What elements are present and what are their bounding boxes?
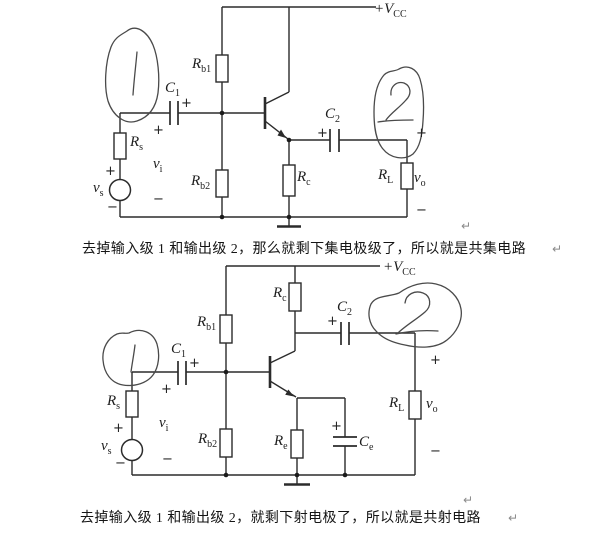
label-c2-bottom: C2 [337,299,353,318]
top-circuit-schematic [108,6,414,228]
paragraph-mark: ↵ [508,511,519,525]
source-vs-top [108,178,132,202]
junction-dots-top [219,110,292,220]
resistor-rs-bottom [125,390,139,418]
c1-plus-sign-bottom: + [189,356,200,371]
resistor-re-bottom [290,429,304,459]
vi-plus-sign-bottom: + [161,382,172,397]
vs-plus-sign-bottom: + [113,421,124,436]
junction-dots-bottom [223,369,348,478]
label-rl-top: RL [378,167,394,186]
bottom-circuit-schematic [120,265,422,486]
vi-minus-sign-top: − [153,192,164,207]
capacitor-c1-bottom [177,361,187,385]
sketch-circle-input-top [104,27,160,123]
label-rb2-top: Rb2 [191,173,211,192]
transistor-bottom [268,356,294,397]
sketch-circle-input-bottom [102,329,160,387]
label-rc-bottom: Rc [273,285,287,304]
vo-minus-sign-top: − [416,203,427,218]
resistor-rb2-top [215,169,229,198]
resistor-rb2-bottom [219,428,233,458]
label-rl-bottom: RL [389,395,405,414]
label-vs-bottom: vs [101,438,112,457]
vi-minus-sign-bottom: − [162,452,173,467]
label-c1-bottom: C1 [171,341,187,360]
label-rc-top: Rc [297,169,311,188]
label-ce-bottom: Ce [359,434,374,453]
handwritten-1-mark-bottom [130,344,136,373]
label-vo-top: vo [414,170,426,189]
label-c1-top: C1 [165,80,181,99]
label-c2-top: C2 [325,106,341,125]
capacitor-c2-bottom [340,322,350,345]
caption-common-collector: 去掉输入级 1 和输出级 2，那么就剩下集电极级了，所以就是共集电路 [82,242,527,257]
resistor-rl-bottom [408,390,422,420]
vo-plus-sign-bottom: + [430,353,441,368]
resistor-rb1-top [215,54,229,83]
resistor-rc-top [282,164,296,197]
source-vs-bottom [120,438,144,462]
handwritten-annotations [102,27,462,387]
label-rs-bottom: Rs [107,393,121,412]
label-rb1-top: Rb1 [192,56,212,75]
label-rs-top: Rs [130,134,144,153]
vi-plus-sign-top: + [153,123,164,138]
vo-minus-sign-bottom: − [430,444,441,459]
capacitor-c1-top [169,101,179,125]
capacitor-c2-top [329,129,340,152]
sketch-circle-output-top [373,66,425,159]
resistor-rc-bottom [288,282,302,312]
c2-plus-sign-bottom: + [327,314,338,329]
emitter-arrow-icon [277,129,286,138]
handwritten-2-mark-bottom [395,291,439,335]
label-vs-top: vs [93,180,104,199]
c1-plus-sign-top: + [181,96,192,111]
c2-plus-sign-top: + [317,126,328,141]
handwritten-2-mark-top [377,81,414,123]
vs-plus-sign-top: + [105,164,116,179]
handwritten-1-mark-top [132,51,138,96]
transistor-top [263,97,286,138]
label-vi-top: vi [153,156,163,175]
resistor-rl-top [400,162,414,190]
sketch-circle-output-bottom [368,282,462,348]
top-wires [119,6,408,218]
ce-plus-sign-bottom: + [331,419,342,434]
vo-plus-sign-top: + [416,126,427,141]
vs-minus-sign-bottom: − [115,456,126,471]
label-rb1-bottom: Rb1 [197,314,217,333]
label-vo-bottom: vo [426,396,438,415]
capacitor-ce-bottom [333,436,357,447]
paragraph-mark: ↵ [463,493,474,507]
label-re-bottom: Re [274,433,288,452]
resistor-rb1-bottom [219,314,233,344]
caption-common-emitter: 去掉输入级 1 和输出级 2，就剩下射电极了，所以就是共射电路 [80,511,481,526]
paragraph-mark: ↵ [552,242,563,256]
resistor-rs-top [113,132,127,160]
emitter-arrow-icon [285,389,294,397]
label-rb2-bottom: Rb2 [198,431,218,450]
label-vcc-top: +VCC [374,1,407,20]
paragraph-mark: ↵ [461,219,472,233]
vs-minus-sign-top: − [107,200,118,215]
label-vcc-bottom: +VCC [383,259,416,278]
label-vi-bottom: vi [159,415,169,434]
